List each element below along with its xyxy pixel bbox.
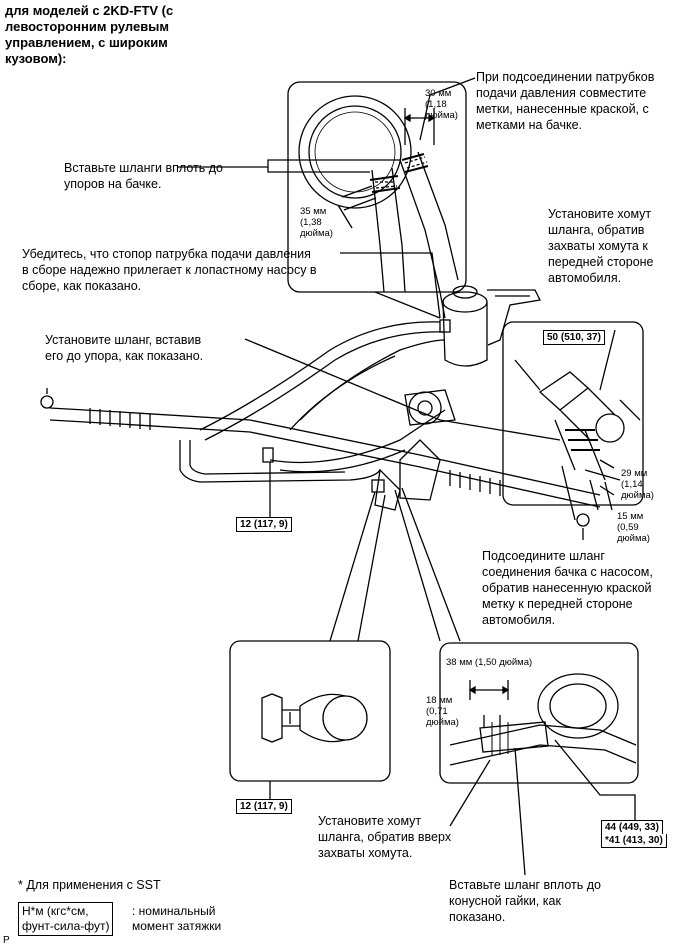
dim-38mm: 38 мм (1,50 дюйма) — [446, 657, 533, 668]
page-title: для моделей с 2KD-FTV (с левосторонним р… — [5, 3, 174, 66]
zoom-panel-cone-nut — [439, 642, 639, 784]
dim-35mm: 35 мм (1,38 дюйма) — [300, 206, 333, 239]
note-clamp-up: Установите хомут шланга, обратив вверх з… — [318, 814, 452, 860]
dim-15mm: 15 мм (0,59 дюйма) — [617, 511, 650, 544]
note-cone-nut: Вставьте шланг вплоть до конусной гайки,… — [449, 878, 601, 924]
dim-30mm: 30 мм (1,18 дюйма) — [425, 88, 458, 121]
torque-12-rack: 12 (117, 9) — [236, 517, 292, 532]
torque-44: 44 (449, 33) — [601, 820, 663, 834]
dim-18mm: 18 мм (0,71 дюйма) — [426, 695, 459, 728]
torque-12-bolt: 12 (117, 9) — [236, 799, 292, 814]
legend-unit-box: Н*м (кгс*см, фунт-сила-фут) — [18, 902, 114, 936]
note-stopper-check: Убедитесь, что стопор патрубка подачи да… — [22, 247, 317, 293]
note-connect-hose: Подсоедините шланг соединения бачка с на… — [482, 549, 653, 627]
torque-50: 50 (510, 37) — [543, 330, 605, 345]
torque-41: *41 (413, 30) — [601, 834, 667, 848]
note-clamp-front: Установите хомут шланга, обратив захваты… — [548, 207, 654, 285]
note-insert-hose: Установите шланг, вставив его до упора, … — [45, 333, 204, 363]
legend-text: : номинальный момент затяжки — [132, 904, 222, 933]
zoom-panel-reservoir — [287, 81, 467, 293]
footer-code: P — [3, 935, 10, 946]
zoom-panel-bolt — [229, 640, 391, 782]
note-insert-to-stops: Вставьте шланги вплоть до упоров на бачк… — [64, 161, 223, 191]
zoom-panel-clamp — [502, 321, 644, 506]
dim-29mm: 29 мм (1,14 дюйма) — [621, 468, 654, 501]
note-sst: * Для применения с SST — [18, 878, 161, 892]
note-pressure-marks: При подсоединении патрубков подачи давле… — [476, 70, 655, 132]
